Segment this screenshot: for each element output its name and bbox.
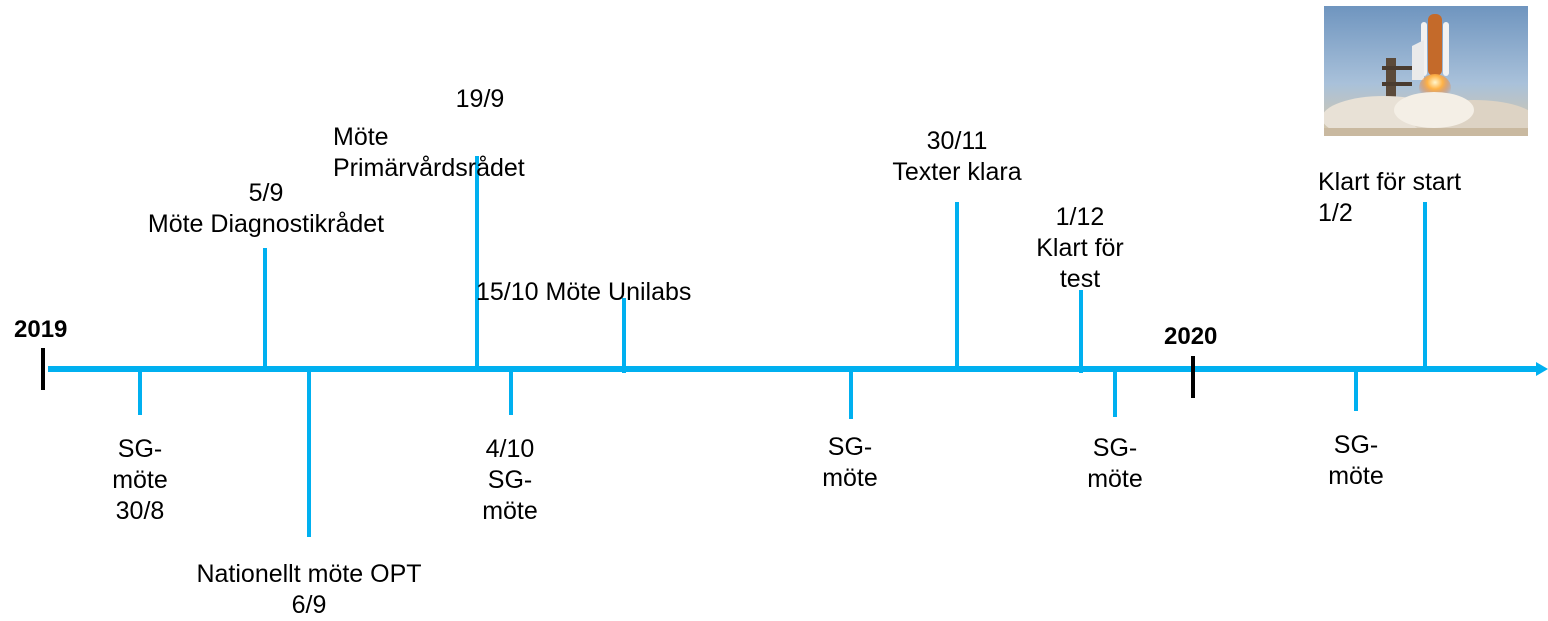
label-primarvardsradet: Möte Primärvårdsrådet bbox=[333, 123, 525, 182]
axis-arrow-head bbox=[1536, 362, 1548, 376]
label-klart-for-start: Klart för start 1/2 bbox=[1318, 168, 1462, 227]
label-unilabs: 15/10 Möte Unilabs bbox=[476, 278, 692, 306]
label-sg-mote-jan: SG- möte bbox=[1328, 431, 1384, 490]
label-sg-mote-4-10: 4/10 SG- möte bbox=[482, 435, 538, 525]
label-klart-for-test: 1/12 Klart för test bbox=[1036, 203, 1124, 293]
label-date-19-9: 19/9 bbox=[455, 85, 505, 113]
label-sg-mote-nov: SG- möte bbox=[822, 433, 878, 492]
label-sg-mote-dec: SG- möte bbox=[1087, 434, 1143, 493]
label-texter-klara: 30/11 Texter klara bbox=[892, 127, 1022, 186]
label-sg-mote-30-8: SG- möte 30/8 bbox=[112, 435, 168, 525]
label-nationellt-mote-opt: Nationellt möte OPT 6/9 bbox=[196, 560, 422, 619]
year-label-2019: 2019 bbox=[14, 316, 68, 343]
label-diagnostikradet: 5/9 Möte Diagnostikrådet bbox=[147, 179, 385, 238]
year-label-2020: 2020 bbox=[1164, 323, 1218, 350]
rocket-launch-icon bbox=[1324, 6, 1528, 136]
